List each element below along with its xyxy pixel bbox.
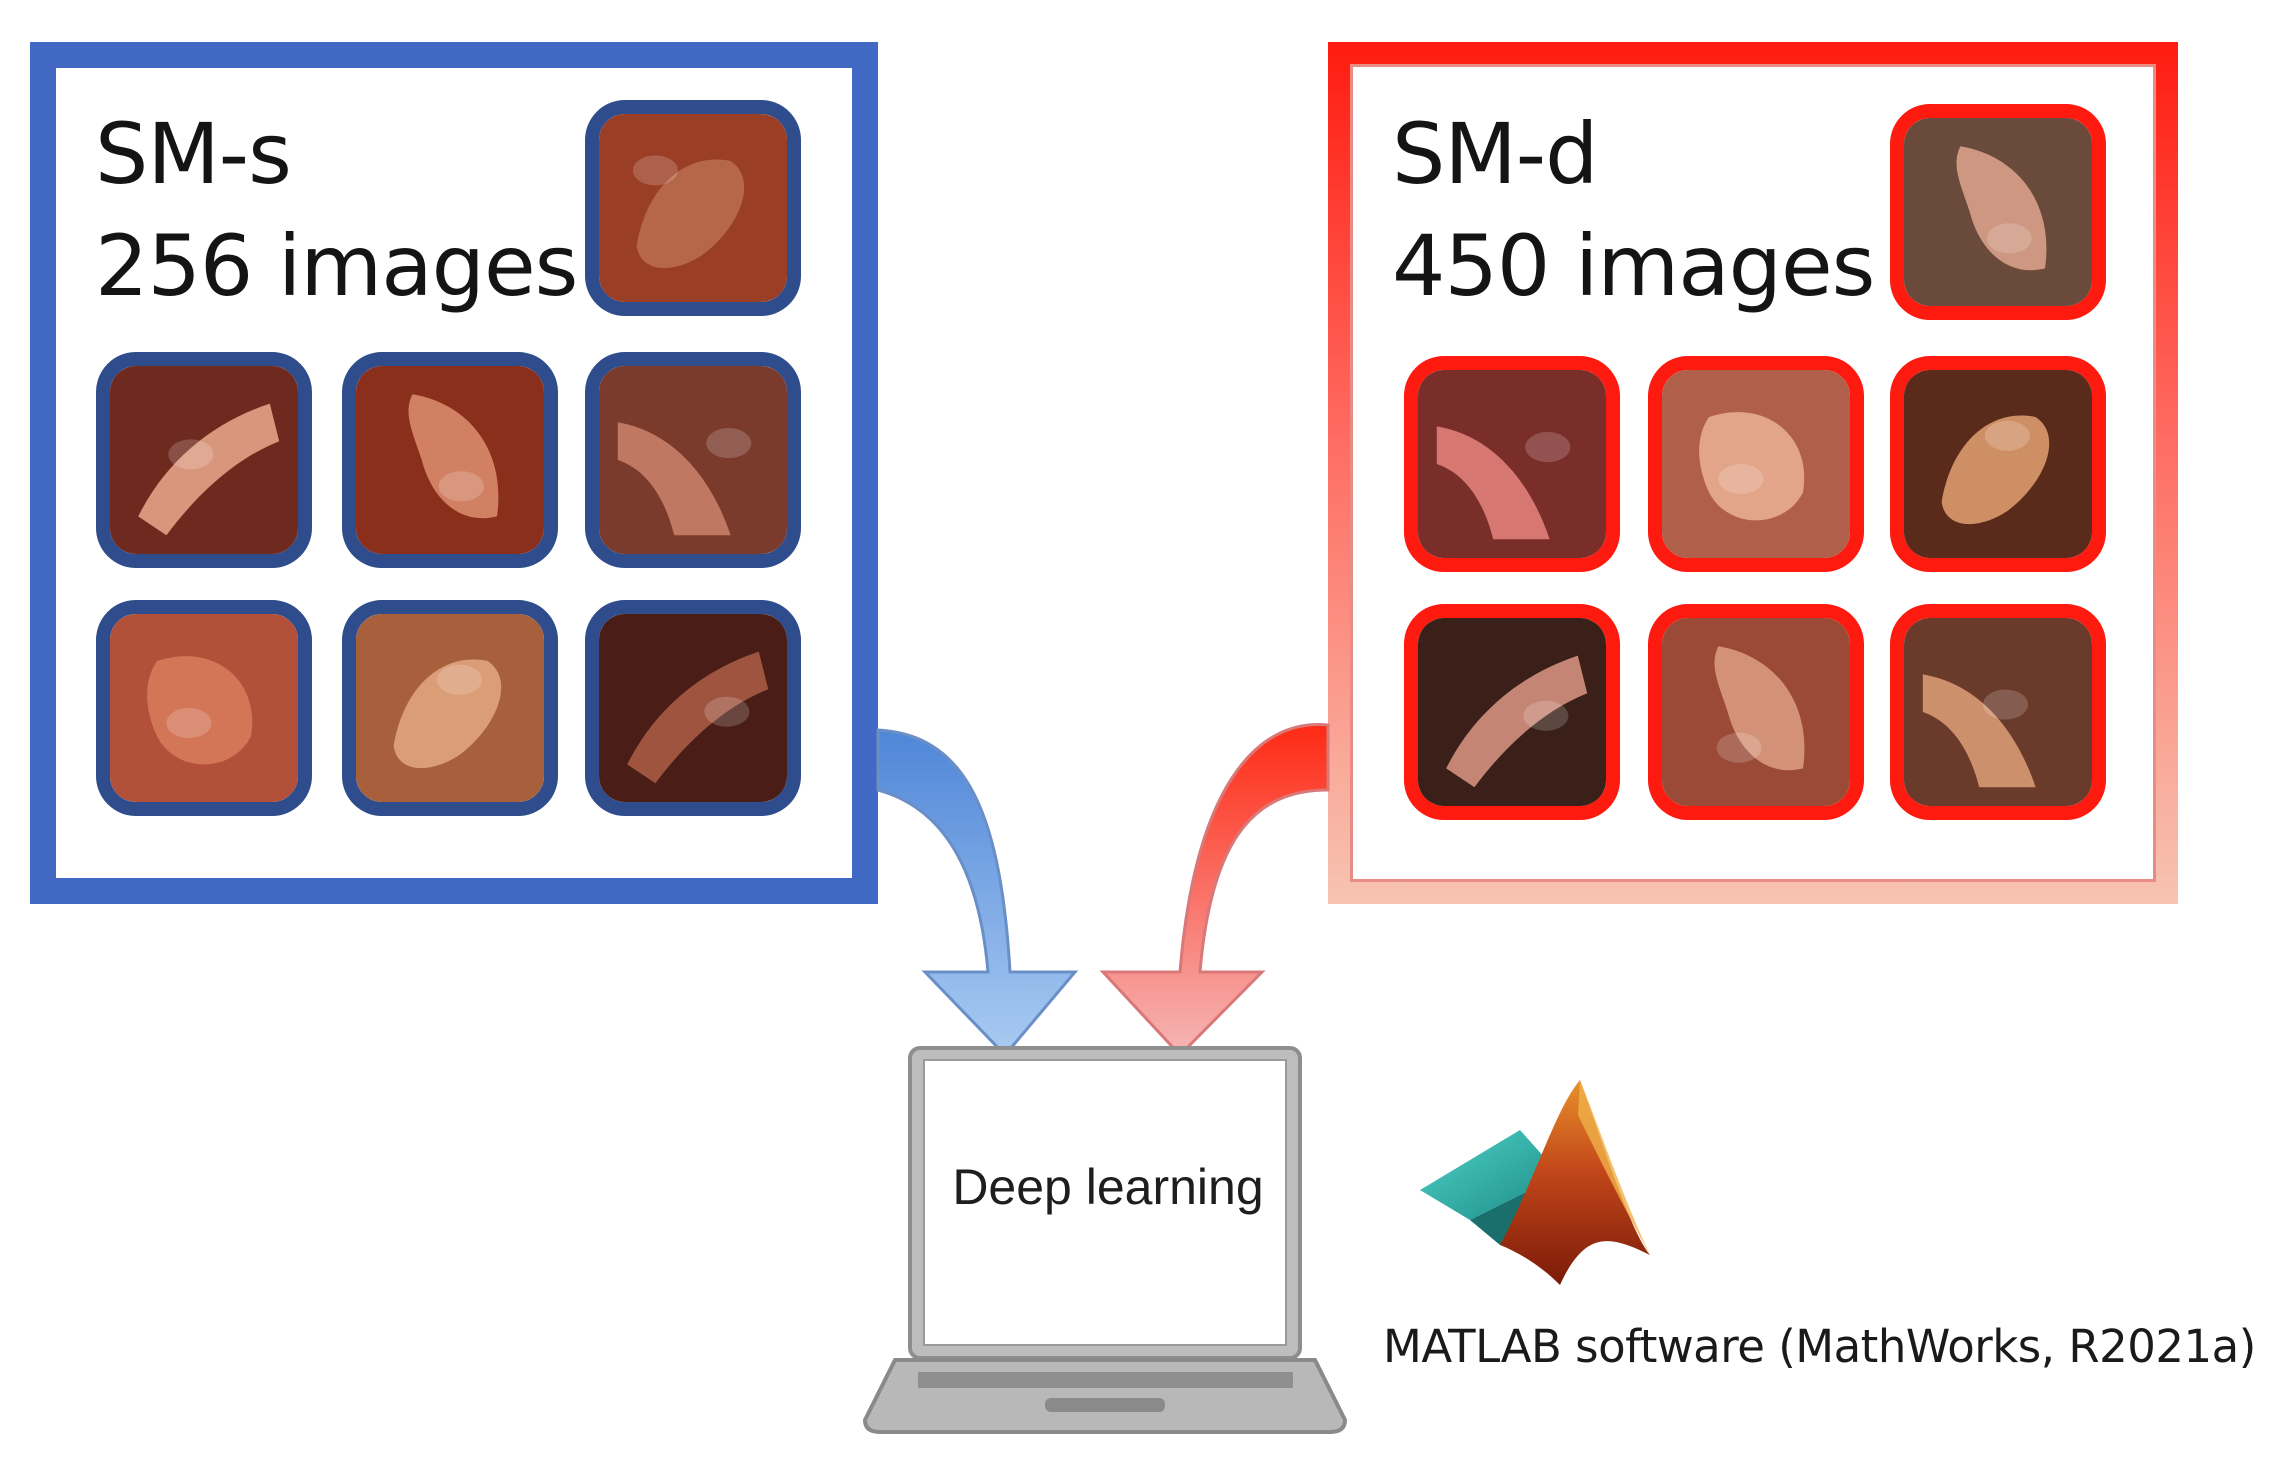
sm-s-count: 256 images	[95, 217, 578, 315]
sm-d-thumbnail	[1890, 604, 2106, 820]
matlab-logo-icon	[1420, 1080, 1650, 1285]
sm-d-thumbnail	[1404, 356, 1620, 572]
sm-d-thumbnail	[1648, 356, 1864, 572]
sm-s-thumbnail	[96, 600, 312, 816]
red-arrow-icon	[1099, 723, 1330, 1058]
blue-arrow-icon	[876, 728, 1079, 1058]
sm-s-thumbnail	[96, 352, 312, 568]
sm-s-thumbnail	[342, 600, 558, 816]
sm-s-title: SM-s	[95, 105, 292, 203]
sm-d-title: SM-d	[1392, 105, 1598, 203]
laptop-screen-label: Deep learning	[952, 1159, 1264, 1215]
sm-s-thumbnail	[342, 352, 558, 568]
sm-s-thumbnail	[585, 352, 801, 568]
sm-d-thumbnail	[1890, 104, 2106, 320]
laptop-icon	[862, 1046, 1348, 1434]
sm-s-thumbnail	[585, 100, 801, 316]
sm-d-thumbnail	[1890, 356, 2106, 572]
sm-d-thumbnail	[1404, 604, 1620, 820]
sm-d-thumbnail	[1648, 604, 1864, 820]
sm-d-count: 450 images	[1392, 217, 1875, 315]
matlab-caption: MATLAB software (MathWorks, R2021a)	[1383, 1320, 2256, 1373]
sm-s-thumbnail	[585, 600, 801, 816]
